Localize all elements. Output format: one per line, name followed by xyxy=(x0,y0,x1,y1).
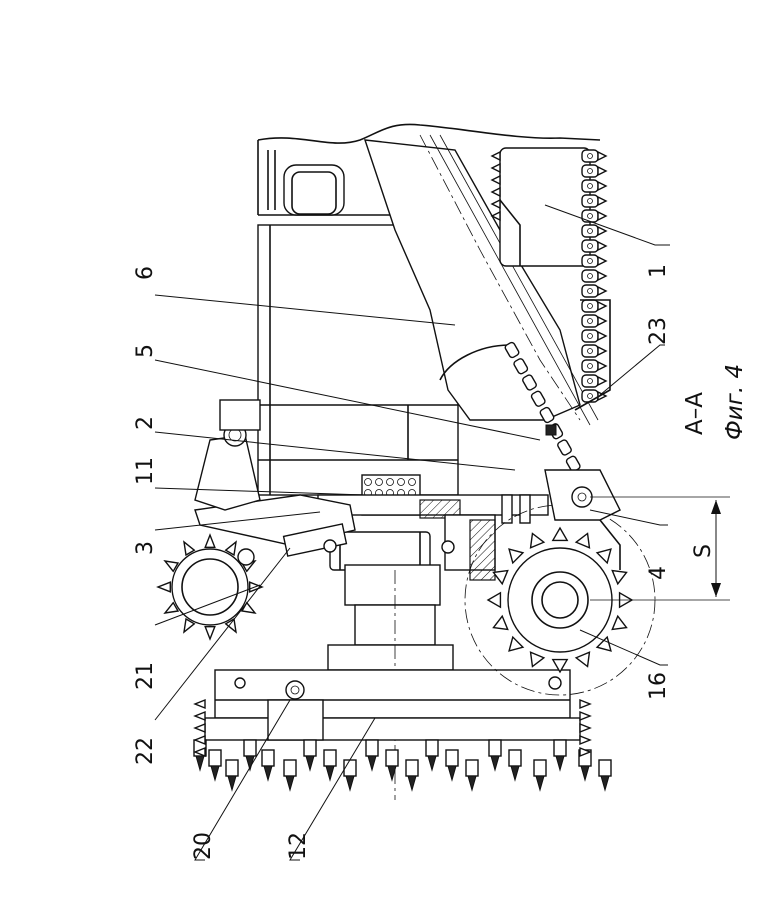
callout-11: 11 xyxy=(133,457,158,485)
callout-20: 20 xyxy=(191,832,216,860)
callout-23: 23 xyxy=(646,317,671,345)
callout-22: 22 xyxy=(133,737,158,765)
left-drum xyxy=(158,535,262,639)
cutter-head xyxy=(194,670,611,790)
dimension-label: S xyxy=(691,544,716,558)
section-label: А–А xyxy=(682,392,708,435)
callout-12: 12 xyxy=(286,832,311,860)
callout-5: 5 xyxy=(133,344,158,358)
callout-6: 6 xyxy=(133,266,158,280)
callout-1: 1 xyxy=(646,264,671,278)
callout-4: 4 xyxy=(646,566,671,580)
figure-label: Фиг. 4 xyxy=(722,364,748,440)
callout-21: 21 xyxy=(133,662,158,690)
callout-3: 3 xyxy=(133,541,158,555)
callout-16: 16 xyxy=(646,672,671,700)
callout-2: 2 xyxy=(133,416,158,430)
